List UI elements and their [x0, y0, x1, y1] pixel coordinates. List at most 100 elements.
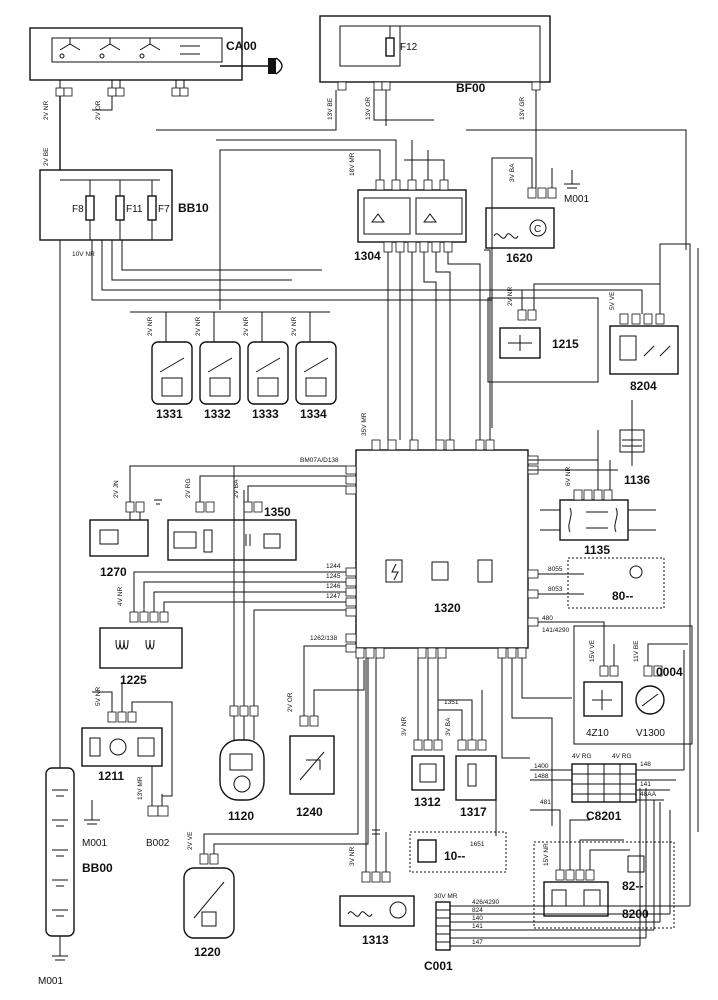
1334-label: 1334 [300, 407, 327, 421]
1220-connector: 2V VE [187, 831, 194, 850]
1312-label: 1312 [414, 795, 441, 809]
wire-481: 481 [540, 799, 551, 806]
component-10: 10-- 1651 [409, 766, 507, 873]
10-box [409, 831, 507, 873]
m001-mid-label: M001 [82, 838, 107, 849]
1313-box [339, 895, 415, 927]
82-module-icon [627, 855, 645, 873]
component-1136: 1136 [619, 400, 650, 487]
m001-bottom-label: M001 [38, 976, 63, 987]
connector-c8201: C8201 4V RG 4V RG 1400 1488 148 141 48AA [530, 753, 684, 823]
bb10-label: BB10 [178, 201, 209, 215]
1220-label: 1220 [194, 945, 221, 959]
relay-1304: 1304 18V MR [349, 152, 467, 263]
component-8204: 8204 5V VE [609, 291, 679, 393]
f12-fuse [385, 37, 395, 57]
80-box [567, 557, 665, 609]
1225-box [99, 627, 183, 669]
1304-connector: 18V MR [349, 152, 356, 176]
ca00-box [29, 27, 243, 81]
m001-top-label: M001 [564, 194, 589, 205]
component-1317: 1317 3V BA [445, 717, 497, 819]
8204-connector: 5V VE [609, 291, 616, 310]
f7-label: F7 [158, 204, 170, 215]
1220-box [183, 867, 235, 939]
1350-connector-b: 2V BA [233, 479, 240, 498]
1135-box [559, 499, 629, 541]
wire-1245: 1245 [326, 573, 341, 580]
wire-824: 824 [472, 907, 483, 914]
c001-connector: 30V MR [434, 893, 458, 900]
1313-label: 1313 [362, 933, 389, 947]
connector-c001: C001 30V MR 426/4290 824 140 141 147 [424, 893, 690, 973]
1211-label: 1211 [98, 769, 124, 783]
1215-connector: 2V NR [507, 287, 514, 306]
wire-148: 148 [640, 761, 651, 768]
1211-box [81, 727, 163, 767]
1211-connector: 5V NR [95, 687, 102, 706]
bf00-connector-a: 13V BE [327, 97, 334, 120]
1225-connector: 4V NR [117, 587, 124, 606]
1331-label: 1331 [156, 407, 183, 421]
1620-label: 1620 [506, 251, 533, 265]
component-1350: 1350 2V RG 2V BA [167, 478, 297, 561]
b002-connector: 13V MR [137, 776, 144, 800]
wire-141: 141 [640, 781, 651, 788]
bf00-connector-b: 13V OR [365, 97, 372, 120]
1350-label: 1350 [264, 505, 291, 519]
wire-8055: 8055 [548, 566, 563, 573]
wire-1400: 1400 [534, 763, 549, 770]
injectors-row: 1331 1332 1333 1334 2V NR 2V NR 2V NR 2V… [130, 311, 337, 421]
8200-connector: 15V NR [543, 843, 550, 866]
1215-label: 1215 [552, 337, 579, 351]
1332-connector: 2V NR [195, 317, 202, 336]
bb00-label: BB00 [82, 861, 113, 875]
ecu-injector-icon [477, 559, 493, 583]
bf00-box [319, 15, 551, 83]
1240-connector: 2V OR [287, 692, 294, 712]
1135-connector: 6V NR [565, 467, 572, 486]
wire-bm07-d138: BM07A/D138 [300, 457, 339, 464]
1270-connector: 2V JN [113, 480, 120, 498]
f11-label: F11 [126, 204, 143, 215]
wire-141-c001: 141 [472, 923, 483, 930]
battery-bb00: BB00 M001 [38, 767, 113, 987]
f8-label: F8 [72, 204, 84, 215]
4z10-box [583, 681, 623, 717]
1333-connector: 2V NR [243, 317, 250, 336]
1620-connector: 3V BA [509, 163, 516, 182]
1313-connector: 3V NR [349, 847, 356, 866]
component-80: 80-- 8055 8053 [538, 557, 665, 609]
bf00-label: BF00 [456, 81, 486, 95]
0004-label: 0004 [656, 665, 683, 679]
component-1215: 1215 2V NR [487, 287, 599, 383]
1240-label: 1240 [296, 805, 323, 819]
c8201-label: C8201 [586, 809, 622, 823]
b002-label: B002 [146, 838, 170, 849]
1317-label: 1317 [460, 805, 487, 819]
1270-box [89, 519, 149, 557]
component-1240: 1240 2V OR [287, 692, 335, 819]
1225-label: 1225 [120, 673, 147, 687]
component-1211: 1211 5V NR [81, 687, 163, 783]
component-1225: 1225 4V NR [99, 587, 183, 687]
bf00-fusebox: F12 BF00 13V BE 13V OR 13V GR [319, 15, 551, 120]
component-1270: 1270 2V JN [89, 480, 162, 579]
wire-1246: 1246 [326, 583, 341, 590]
8200-frame [533, 841, 675, 929]
ground-m001-mid: M001 [82, 800, 107, 849]
connector-b002: B002 13V MR [137, 776, 170, 849]
wire-48aa: 48AA [640, 791, 657, 798]
component-1620: C 1620 3V BA [485, 163, 557, 265]
1136-label: 1136 [624, 473, 650, 487]
component-1120: 1120 [219, 705, 265, 823]
wire-141-4290: 141/4290 [542, 627, 569, 634]
component-1313: 1313 3V NR [339, 847, 415, 947]
bb00-box [45, 767, 75, 937]
bb10-fuseblock: F8 F11 F7 BB10 2V BE 10V NR [39, 147, 209, 258]
1312-connector: 3V NR [401, 717, 408, 736]
0004-connector-a: 15V VE [589, 639, 596, 662]
bf00-connector-c: 13V GR [519, 97, 526, 120]
component-1135: 1135 6V NR [540, 467, 656, 557]
